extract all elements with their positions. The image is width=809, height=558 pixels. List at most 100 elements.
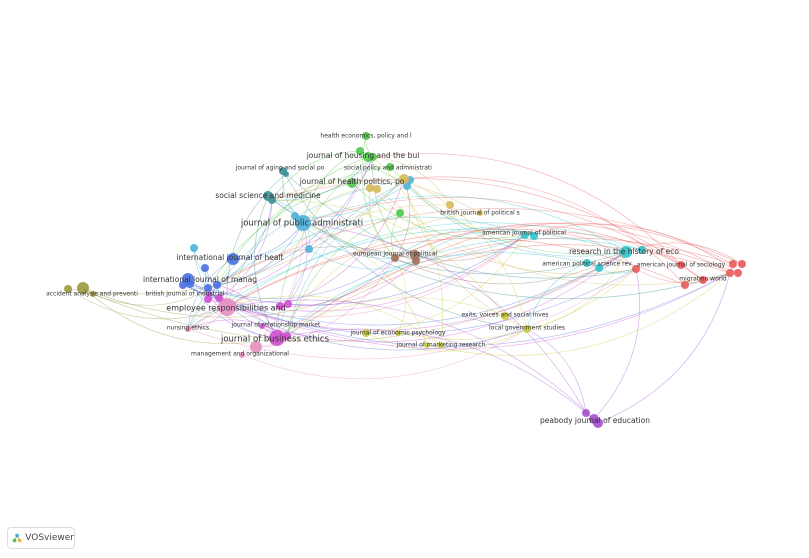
- link: [276, 297, 506, 339]
- node-label[interactable]: journal of relationship market: [231, 322, 321, 329]
- node-pink[interactable]: [218, 298, 236, 316]
- node-cyan[interactable]: [638, 246, 646, 254]
- node-label[interactable]: employee responsibilities and: [166, 304, 285, 313]
- link: [524, 232, 637, 270]
- node-label[interactable]: journal of health politics, po: [299, 177, 405, 186]
- node-brown[interactable]: [391, 254, 399, 262]
- node-pink[interactable]: [239, 352, 245, 358]
- node-red[interactable]: [699, 276, 707, 284]
- link: [271, 199, 627, 275]
- node-cyan[interactable]: [530, 232, 538, 240]
- node-red[interactable]: [738, 260, 746, 268]
- node-yellow[interactable]: [501, 312, 509, 320]
- node-label[interactable]: migration world: [679, 276, 727, 283]
- node-lightblue[interactable]: [403, 182, 411, 190]
- node-label[interactable]: british journal of industrial: [145, 291, 224, 298]
- node-green[interactable]: [347, 178, 357, 188]
- node-pink[interactable]: [250, 341, 262, 353]
- node-tan[interactable]: [477, 210, 483, 216]
- node-tan[interactable]: [446, 201, 454, 209]
- node-purple[interactable]: [593, 418, 603, 428]
- node-label[interactable]: research in the history of eco: [569, 247, 679, 256]
- node-red[interactable]: [734, 269, 742, 277]
- node-yellow[interactable]: [362, 329, 370, 337]
- node-label[interactable]: journal of marketing research: [396, 342, 486, 349]
- node-lightblue[interactable]: [295, 215, 311, 231]
- node-magenta[interactable]: [284, 300, 292, 308]
- node-label[interactable]: american political science rev: [542, 261, 632, 268]
- node-olive[interactable]: [90, 291, 96, 297]
- node-label[interactable]: health economics, policy and l: [320, 133, 412, 140]
- node-label[interactable]: american journal of political: [482, 230, 566, 237]
- node-green[interactable]: [356, 147, 364, 155]
- node-olive[interactable]: [77, 282, 89, 294]
- node-magenta[interactable]: [259, 323, 265, 329]
- link: [218, 234, 526, 312]
- node-teal[interactable]: [283, 171, 289, 177]
- link: [394, 257, 407, 334]
- node-blue[interactable]: [186, 280, 194, 288]
- node-label[interactable]: social policy and administrati: [344, 165, 432, 172]
- node-label[interactable]: international journal of manag: [143, 275, 257, 284]
- node-magenta[interactable]: [283, 332, 291, 340]
- node-purple[interactable]: [582, 409, 590, 417]
- node-blue[interactable]: [201, 264, 209, 272]
- node-tan[interactable]: [399, 174, 409, 184]
- node-label[interactable]: social science and medicine: [215, 191, 321, 200]
- node-label[interactable]: journal of economic psychology: [349, 330, 446, 337]
- node-blue[interactable]: [179, 281, 187, 289]
- link: [276, 237, 734, 339]
- node-red[interactable]: [632, 265, 640, 273]
- node-tan[interactable]: [373, 185, 381, 193]
- node-lightblue[interactable]: [291, 212, 299, 220]
- node-cyan[interactable]: [521, 231, 529, 239]
- node-cyan[interactable]: [583, 259, 591, 267]
- node-label[interactable]: american journal of sociology: [637, 262, 726, 269]
- node-red[interactable]: [681, 281, 689, 289]
- node-green[interactable]: [369, 153, 377, 161]
- link: [403, 176, 686, 286]
- node-label[interactable]: journal of housing and the bui: [306, 151, 420, 160]
- node-lightblue[interactable]: [305, 245, 313, 253]
- node-tan[interactable]: [366, 184, 374, 192]
- node-label[interactable]: exits, voices and social inves: [461, 312, 548, 319]
- node-red[interactable]: [726, 269, 734, 277]
- node-green[interactable]: [362, 132, 370, 140]
- node-magenta[interactable]: [276, 302, 284, 310]
- node-label[interactable]: journal of public administrati: [240, 219, 363, 229]
- node-lightblue[interactable]: [190, 244, 198, 252]
- link: [287, 260, 417, 307]
- node-yellow[interactable]: [395, 330, 401, 336]
- node-label[interactable]: journal of aging and social po: [235, 165, 325, 172]
- node-magenta[interactable]: [269, 330, 285, 346]
- node-red[interactable]: [729, 260, 737, 268]
- node-cyan[interactable]: [620, 246, 632, 258]
- node-label[interactable]: journal of business ethics: [220, 335, 330, 345]
- node-label[interactable]: european journal of political: [353, 251, 437, 258]
- node-pink[interactable]: [185, 326, 191, 332]
- node-yellow[interactable]: [523, 325, 531, 333]
- node-magenta[interactable]: [204, 295, 212, 303]
- node-green[interactable]: [396, 209, 404, 217]
- node-label[interactable]: peabody journal of education: [540, 416, 650, 425]
- node-blue[interactable]: [204, 284, 212, 292]
- node-red[interactable]: [677, 261, 685, 269]
- node-blue[interactable]: [213, 281, 221, 289]
- node-label[interactable]: management and organizational: [191, 351, 289, 358]
- node-label[interactable]: british journal of political s: [440, 210, 520, 217]
- node-label[interactable]: local government studies: [489, 325, 565, 332]
- node-blue[interactable]: [227, 253, 239, 265]
- node-magenta[interactable]: [215, 294, 223, 302]
- node-yellow[interactable]: [438, 342, 444, 348]
- node-label[interactable]: nursing ethics: [167, 325, 209, 332]
- node-label[interactable]: accident analysis and preventi: [46, 291, 138, 298]
- node-brown[interactable]: [412, 257, 420, 265]
- node-label[interactable]: international journal of healt: [177, 253, 284, 262]
- node-green[interactable]: [386, 163, 394, 171]
- node-yellow[interactable]: [424, 342, 430, 348]
- vosviewer-logo[interactable]: VOSviewer: [7, 527, 75, 549]
- node-cyan[interactable]: [595, 264, 603, 272]
- node-olive[interactable]: [64, 285, 72, 293]
- node-teal[interactable]: [268, 196, 276, 204]
